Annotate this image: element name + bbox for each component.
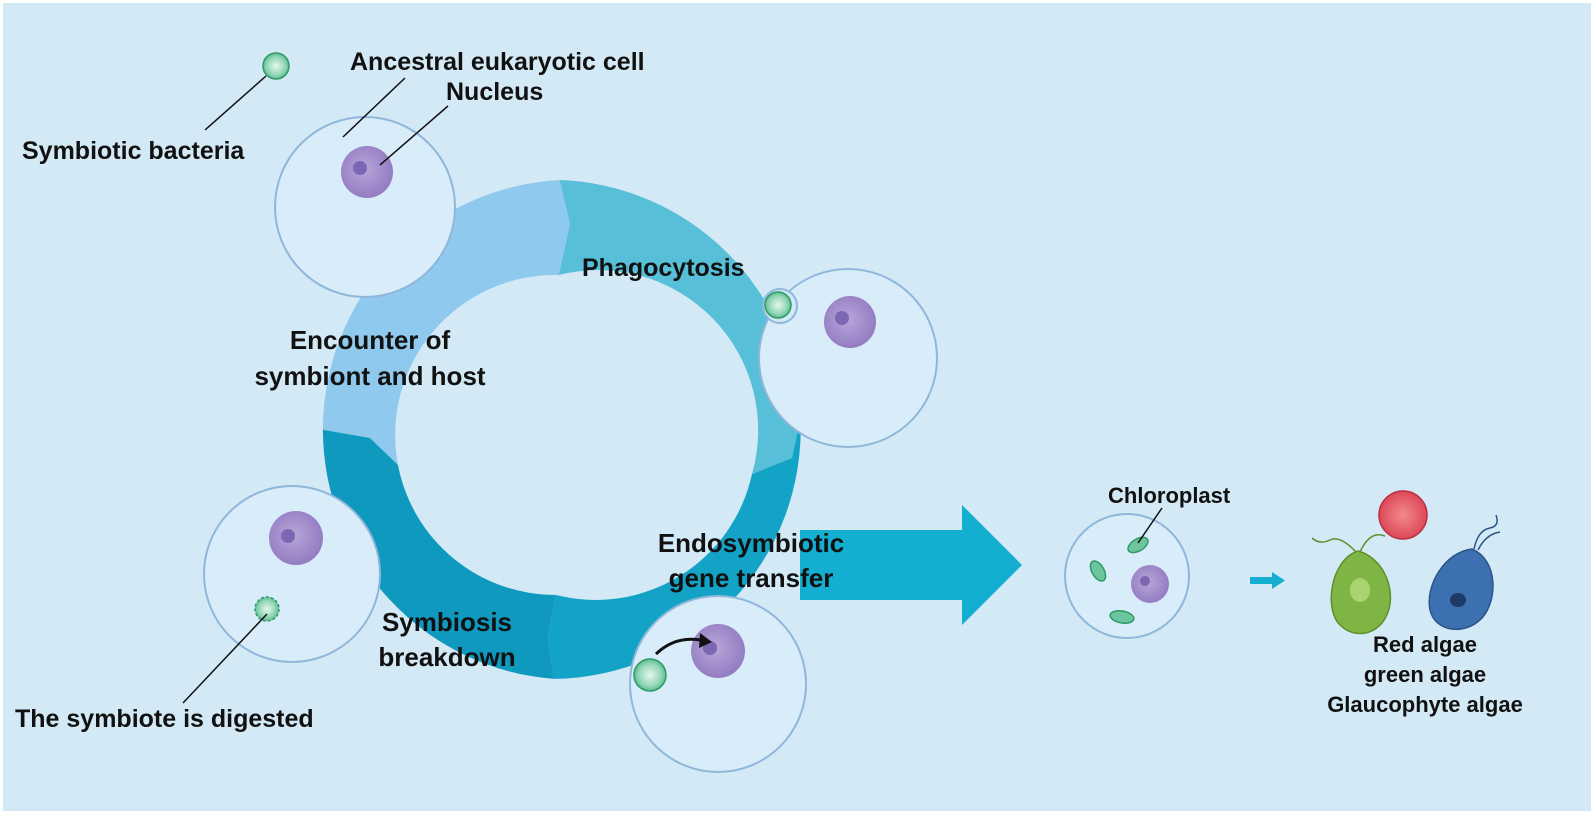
small-arrow-head	[1272, 572, 1285, 589]
label-encounter-line1: Encounter of	[290, 325, 451, 355]
chloroplast-3	[1109, 609, 1135, 625]
green-alga	[1311, 534, 1392, 635]
label-digested: The symbiote is digested	[15, 705, 314, 733]
ring-segment-phagocytosis	[558, 180, 801, 474]
label-symbiotic-bacteria: Symbiotic bacteria	[22, 137, 245, 165]
digested-bacterium	[254, 596, 280, 622]
label-symbiosis-line1: Symbiosis	[382, 607, 512, 637]
big-arrow	[800, 505, 1022, 625]
transfer-bacterium	[633, 658, 667, 692]
ring-segment-breakdown	[322, 429, 556, 679]
label-symbiosis-line2: breakdown	[378, 642, 515, 672]
label-nucleus: Nucleus	[446, 78, 543, 106]
symbiotic-bacterium	[262, 52, 290, 80]
red-alga	[1378, 490, 1428, 540]
leader-ancestral-cell	[342, 77, 406, 138]
ring-segment-encounter	[322, 180, 570, 465]
leader-nucleus	[379, 105, 449, 166]
leader-chloroplast	[1137, 507, 1163, 544]
label-ancestral-cell: Ancestral eukaryotic cell	[350, 48, 645, 76]
ring-segment-gene-transfer	[548, 419, 801, 679]
engulfed-bacterium	[764, 291, 792, 319]
chloroplast-cell	[1064, 513, 1190, 639]
label-endosymbiotic-line2: gene transfer	[669, 563, 834, 593]
label-encounter-line2: symbiont and host	[254, 361, 485, 391]
chloroplast-2	[1089, 560, 1107, 582]
glaucophyte-alga	[1428, 514, 1501, 631]
chloroplast-1	[1127, 536, 1149, 554]
digestion-cell	[203, 485, 381, 663]
small-arrow-shaft	[1250, 577, 1274, 584]
leader-digested	[182, 613, 268, 704]
label-red-algae: Red algae	[1373, 632, 1477, 657]
label-endosymbiotic-line1: Endosymbiotic	[658, 528, 844, 558]
transfer-arrow	[654, 637, 701, 656]
label-chloroplast: Chloroplast	[1108, 483, 1231, 508]
nucleus-3	[269, 511, 323, 565]
nucleus-2	[824, 296, 876, 348]
leader-bacteria	[204, 75, 267, 131]
ancestral-cell	[274, 116, 456, 298]
label-phagocytosis: Phagocytosis	[582, 254, 745, 282]
label-green-algae: green algae	[1364, 662, 1486, 687]
label-glaucophyte-algae: Glaucophyte algae	[1327, 692, 1523, 717]
nucleus-5	[1131, 565, 1169, 603]
nucleus-1	[341, 146, 393, 198]
cycle-ring	[322, 180, 801, 679]
phagocytosis-cell	[758, 268, 938, 448]
nucleus-4	[691, 624, 745, 678]
gene-transfer-cell	[629, 595, 807, 773]
